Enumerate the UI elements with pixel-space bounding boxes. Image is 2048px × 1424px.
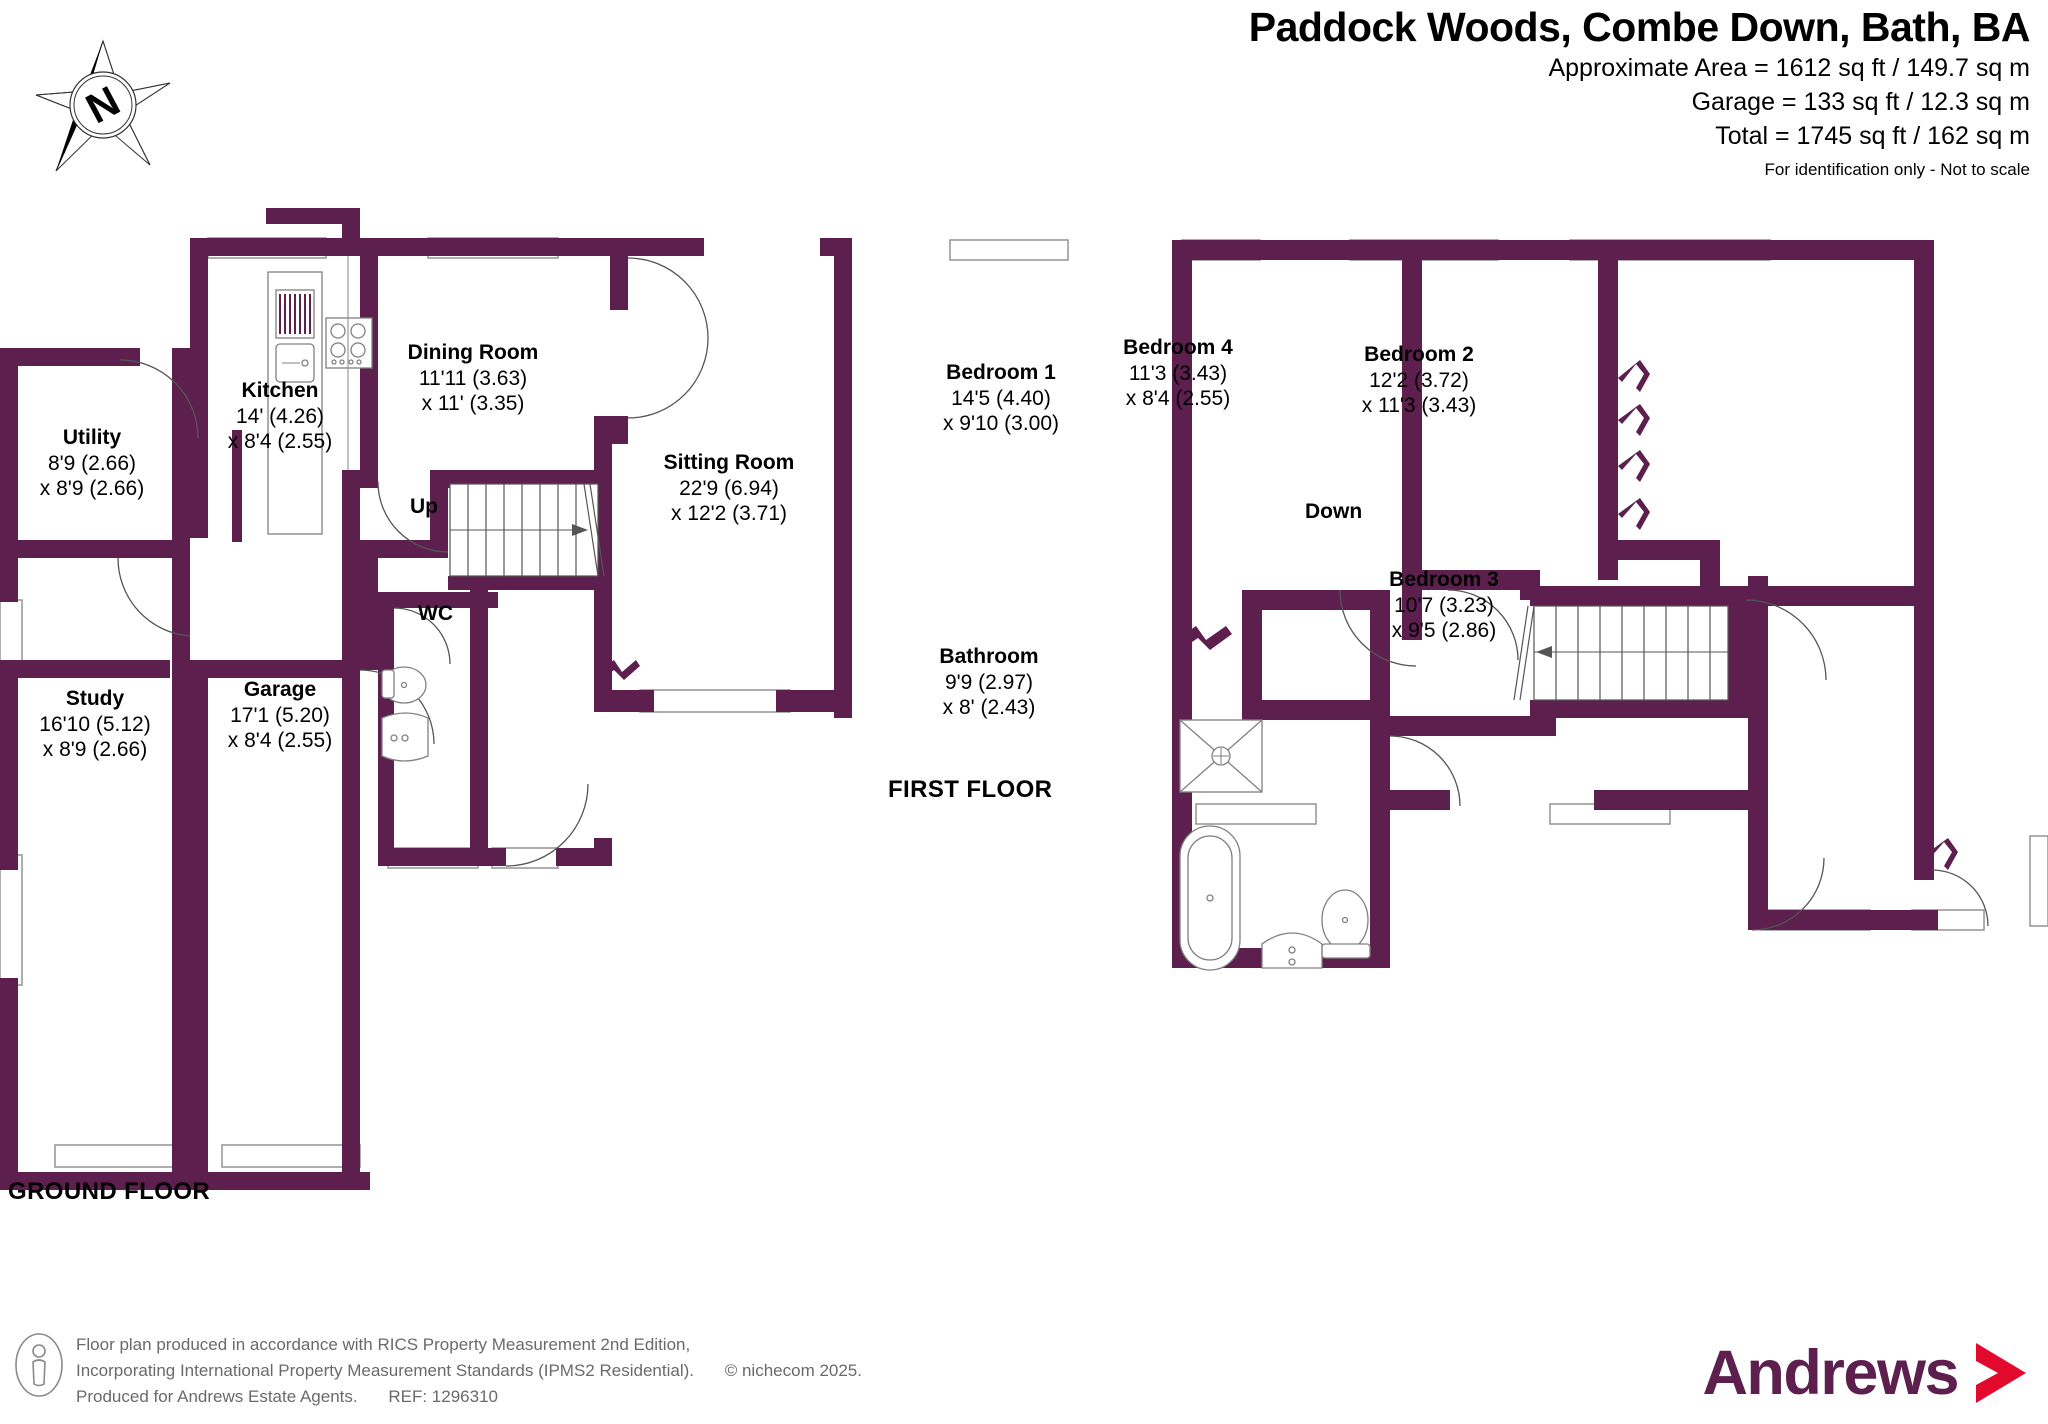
first-door-arcs [1339, 589, 1989, 931]
wc-label: WC [418, 602, 453, 625]
ground-staircase [449, 483, 605, 577]
ground-floor-plan [0, 208, 852, 1190]
first-floor-plan [949, 239, 2048, 971]
stair-up-label: Up [410, 495, 438, 518]
ground-zigzag-openings [596, 660, 640, 681]
room-label-garage: Garage 17'1 (5.20) x 8'4 (2.55) [227, 678, 333, 753]
first-staircase [1513, 605, 1729, 701]
andrews-wordmark: Andrews [1702, 1338, 1959, 1408]
room-label-utility: Utility 8'9 (2.66) x 8'9 (2.66) [39, 426, 145, 501]
footer-text-block: Floor plan produced in accordance with R… [76, 1332, 862, 1409]
footer-line-3: Produced for Andrews Estate Agents. [76, 1386, 358, 1406]
room-label-study: Study 16'10 (5.12) x 8'9 (2.66) [39, 687, 151, 762]
room-label-sitting-room: Sitting Room 22'9 (6.94) x 12'2 (3.71) [663, 451, 795, 526]
chevron-right-icon [1976, 1343, 2026, 1403]
first-floor-title: FIRST FLOOR [888, 776, 1053, 803]
room-label-bathroom: Bathroom 9'9 (2.97) x 8' (2.43) [939, 645, 1039, 720]
footer: Floor plan produced in accordance with R… [0, 1314, 2048, 1424]
ground-floor-walls [0, 208, 852, 1190]
wc-fixtures [381, 666, 429, 762]
room-label-bedroom-2: Bedroom 2 12'2 (3.72) x 11'3 (3.43) [1361, 343, 1477, 418]
copyright-notice: © nichecom 2025. [724, 1360, 862, 1380]
bathroom-fixtures [1179, 719, 1371, 971]
ground-floor-title: GROUND FLOOR [8, 1178, 211, 1205]
info-person-icon [14, 1332, 64, 1398]
room-label-kitchen: Kitchen 14' (4.26) x 8'4 (2.55) [227, 379, 333, 454]
first-floor-walls [1172, 240, 1938, 968]
header-block: Paddock Woods, Combe Down, Bath, BA Appr… [1248, 4, 2031, 180]
andrews-logo: Andrews [1702, 1336, 2030, 1410]
scale-disclaimer: For identification only - Not to scale [1764, 160, 2030, 180]
room-label-bedroom-4: Bedroom 4 11'3 (3.43) x 8'4 (2.55) [1123, 336, 1233, 411]
garage-area-line: Garage = 133 sq ft / 12.3 sq m [1691, 88, 2030, 117]
kitchen-fixtures [267, 256, 373, 535]
reference-number: REF: 1296310 [388, 1386, 498, 1406]
room-label-dining-room: Dining Room 11'11 (3.63) x 11' (3.35) [407, 341, 539, 416]
footer-line-2: Incorporating International Property Mea… [76, 1360, 694, 1380]
compass-rose: N [28, 33, 178, 183]
room-label-bedroom-3: Bedroom 3 10'7 (3.23) x 9'5 (2.86) [1389, 568, 1499, 643]
room-label-bedroom-1: Bedroom 1 14'5 (4.40) x 9'10 (3.00) [942, 361, 1060, 436]
total-area-line: Total = 1745 sq ft / 162 sq m [1715, 122, 2030, 151]
page-title: Paddock Woods, Combe Down, Bath, BA [1248, 4, 2031, 50]
stair-down-label: Down [1305, 500, 1363, 523]
first-zigzag-openings [1176, 360, 1958, 870]
footer-line-1: Floor plan produced in accordance with R… [76, 1335, 691, 1354]
approximate-area-line: Approximate Area = 1612 sq ft / 149.7 sq… [1548, 54, 2030, 83]
